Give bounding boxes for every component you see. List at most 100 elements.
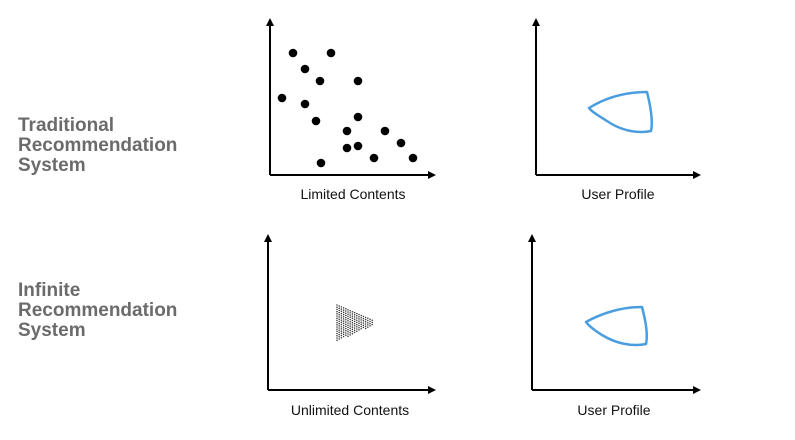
dense-dot: [338, 329, 340, 331]
dense-dot: [351, 310, 354, 313]
dense-dot: [358, 320, 360, 322]
dense-dot: [347, 335, 349, 337]
dense-dot: [349, 327, 351, 330]
dense-dot: [336, 317, 338, 319]
dense-dot: [345, 334, 347, 336]
dense-dot: [351, 321, 354, 324]
dense-dot: [349, 323, 351, 325]
dense-dot: [351, 313, 354, 315]
dense-dot: [338, 305, 340, 307]
dense-dot: [349, 316, 351, 319]
content-dot: [277, 93, 287, 103]
dense-dot: [340, 319, 343, 321]
content-dot: [380, 126, 390, 136]
dense-dot: [367, 319, 369, 322]
dense-dot: [356, 326, 358, 328]
dense-dot: [338, 338, 340, 340]
dense-dot: [336, 319, 338, 322]
dense-dot: [362, 326, 365, 329]
content-dot: [353, 141, 363, 151]
dense-dot: [347, 315, 349, 318]
dense-dot: [342, 320, 345, 322]
dense-dot: [353, 325, 356, 327]
dense-dot: [336, 335, 338, 337]
dense-dot: [364, 327, 367, 330]
dense-dot: [342, 324, 345, 327]
dense-dot: [351, 319, 354, 322]
dense-dot: [338, 325, 340, 327]
dense-dot: [342, 315, 345, 318]
dense-dot: [345, 327, 347, 330]
dense-dot: [349, 331, 351, 334]
dense-dot: [347, 322, 349, 324]
user-profile-caption-top: User Profile: [581, 186, 655, 202]
content-dot: [408, 153, 418, 163]
dense-dot: [342, 309, 345, 311]
dense-dot: [349, 334, 351, 336]
dense-dot: [364, 325, 367, 327]
dense-dot: [340, 310, 343, 313]
content-dot: [315, 76, 325, 86]
dense-dot: [340, 332, 343, 335]
dense-dot: [345, 319, 347, 321]
dense-dot: [340, 321, 343, 324]
dense-dot: [360, 323, 362, 326]
dense-dot: [347, 333, 349, 335]
dense-dot: [371, 319, 373, 321]
dense-dot: [360, 316, 362, 319]
dense-dot: [358, 318, 360, 320]
dense-dot: [340, 336, 343, 339]
dense-dot: [342, 335, 345, 338]
user-profile-curve: [587, 90, 654, 134]
dense-dot: [369, 322, 371, 325]
dense-dot: [342, 311, 345, 314]
content-dot: [353, 112, 363, 122]
dense-dot: [336, 339, 338, 341]
dense-dot: [353, 329, 356, 331]
dense-dot: [347, 328, 349, 331]
dense-dot: [353, 331, 356, 334]
dense-dot: [358, 315, 360, 318]
content-dot: [316, 158, 326, 168]
dense-dot: [336, 308, 338, 311]
dense-dot: [342, 326, 345, 329]
dense-dot: [336, 337, 338, 339]
dense-dot: [353, 318, 356, 320]
dense-dot: [356, 319, 358, 321]
dense-dot: [362, 320, 365, 322]
dense-dot: [347, 313, 349, 315]
dense-dot: [336, 328, 338, 330]
dense-dot: [360, 321, 362, 323]
dense-dot: [349, 320, 351, 323]
dense-dot: [340, 306, 343, 308]
traditional-system-label: Traditional Recommendation System: [18, 115, 178, 176]
content-dot: [353, 76, 363, 86]
user-profile-plot-top: [532, 18, 701, 179]
dense-content-cluster: [336, 304, 373, 341]
dense-dot: [349, 325, 351, 327]
dense-dot: [342, 333, 345, 336]
dense-dot: [345, 323, 347, 325]
dense-dot: [338, 314, 340, 316]
infinite-system-label: Infinite Recommendation System: [18, 280, 178, 341]
dense-dot: [360, 327, 362, 330]
dense-dot: [362, 315, 365, 318]
dense-dot: [340, 328, 343, 330]
dense-dot: [364, 316, 367, 319]
content-dots: [277, 48, 418, 168]
dense-dot: [336, 332, 338, 335]
dense-dot: [336, 326, 338, 328]
dense-dot: [371, 323, 373, 326]
user-profile-curve: [584, 305, 649, 347]
dense-dot: [345, 321, 347, 323]
dense-dot: [336, 304, 338, 306]
dense-dot: [345, 332, 347, 334]
dense-dot: [338, 322, 340, 325]
dense-dot: [353, 320, 356, 323]
dense-dot: [362, 324, 365, 326]
dense-dot: [351, 315, 354, 317]
dense-dot: [349, 318, 351, 321]
dense-dot: [356, 323, 358, 326]
dense-dot: [360, 319, 362, 321]
content-dot: [300, 64, 310, 74]
